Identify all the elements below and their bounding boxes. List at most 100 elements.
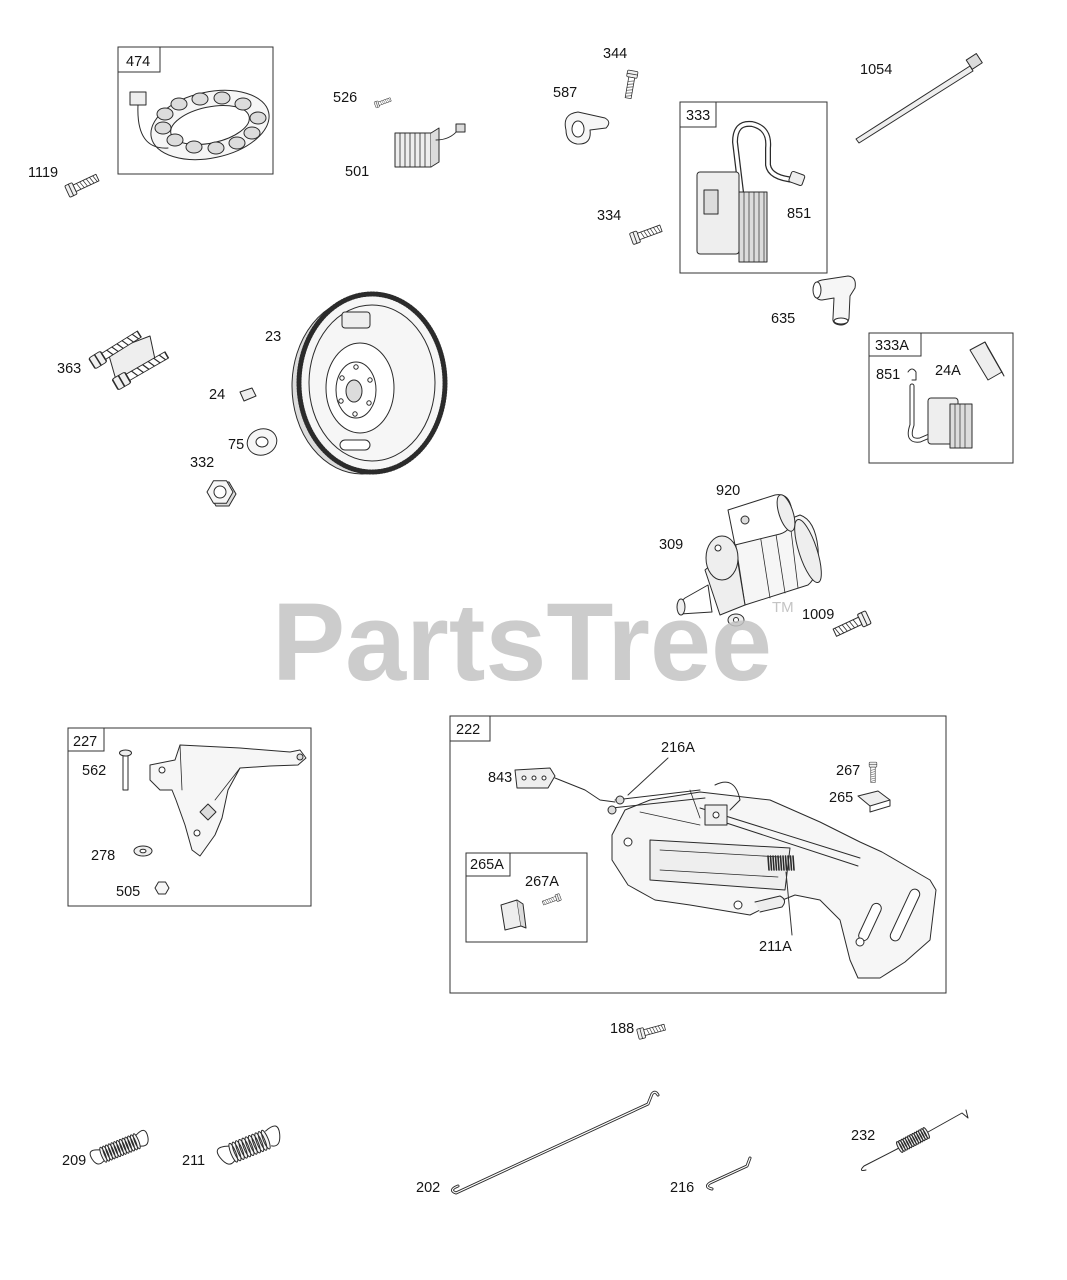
regulator-drawing [394, 123, 466, 168]
part-label-75: 75 [228, 437, 244, 453]
part-label-334: 334 [597, 208, 621, 224]
spring-211-icon [216, 1125, 281, 1165]
link-rod-202-icon [451, 1090, 660, 1195]
stator-drawing [129, 89, 270, 161]
group-tag-265a [465, 852, 511, 877]
stator-connector [129, 91, 147, 106]
part-label-24: 24 [209, 387, 225, 403]
group-box-333 [679, 101, 828, 274]
part-label-23: 23 [265, 329, 281, 345]
part-drawings [64, 53, 1005, 1195]
part-label-635: 635 [771, 311, 795, 327]
part-label-587: 587 [553, 85, 577, 101]
group-box-227 [67, 727, 312, 907]
watermark-trademark: TM [772, 599, 794, 616]
group-tag-222 [449, 715, 491, 742]
leader-211a [785, 871, 793, 936]
bolt-344-icon [622, 69, 639, 100]
washer-75-icon [246, 428, 278, 456]
part-label-202: 202 [416, 1180, 440, 1196]
spring-209-icon [89, 1129, 149, 1165]
bolt-1009-icon [831, 610, 872, 640]
part-label-1054: 1054 [860, 62, 892, 78]
part-label-920: 920 [716, 483, 740, 499]
stator-wire [137, 104, 169, 149]
group-label-333a: 333A [875, 338, 909, 354]
part-label-501: 501 [345, 164, 369, 180]
group-label-265a: 265A [470, 857, 504, 873]
nut-505-icon [154, 881, 170, 895]
group-box-474 [117, 46, 274, 175]
screw-267a-icon [541, 893, 562, 907]
watermark-text: PartsTree [272, 581, 772, 704]
screw-334-icon [628, 222, 664, 246]
governor-spring-211a [767, 855, 795, 871]
watermark: PartsTree TM [272, 581, 794, 704]
clip-265a-icon [500, 899, 527, 931]
clamp-587-drawing [564, 111, 610, 145]
part-label-278: 278 [91, 848, 115, 864]
group-box-222 [449, 715, 947, 994]
part-label-216: 216 [670, 1180, 694, 1196]
cable-tie-drawing [855, 53, 983, 144]
part-label-1119: 1119 [28, 165, 58, 181]
throttle-arm-216a [639, 781, 741, 826]
part-label-24a: 24A [935, 363, 961, 379]
group-tag-333a [868, 332, 922, 357]
part-label-188: 188 [610, 1021, 634, 1037]
part-label-211: 211 [182, 1153, 205, 1169]
part-label-851-coil: 851 [787, 206, 811, 222]
washer-278-icon [133, 845, 153, 857]
group-labels: 474 333 333A 227 222 265A [73, 54, 909, 873]
flywheel-drawing [291, 291, 448, 475]
part-label-843: 843 [488, 770, 512, 786]
part-label-309: 309 [659, 537, 683, 553]
nut-332-icon [206, 480, 237, 507]
clip-851-icon [788, 170, 806, 186]
part-label-216a: 216A [661, 740, 695, 756]
part-labels: 1119 526 501 344 587 851 334 1054 635 85… [28, 46, 961, 1196]
group-label-474: 474 [126, 54, 150, 70]
screw-562-icon [119, 749, 132, 791]
link-rod-216-icon [705, 1156, 752, 1191]
group-label-227: 227 [73, 734, 97, 750]
part-label-344: 344 [603, 46, 627, 62]
part-label-526: 526 [333, 90, 357, 106]
flywheel-magnet [341, 311, 371, 329]
leader-216a [627, 757, 669, 796]
screw-526-icon [373, 96, 392, 109]
starter-motor-drawing [676, 494, 822, 627]
part-label-267a: 267A [525, 874, 559, 890]
part-label-211a: 211A [759, 939, 792, 955]
group-box-333a [868, 332, 1014, 464]
clip-851-kit-icon [907, 368, 917, 381]
group-label-333: 333 [686, 108, 710, 124]
throttle-bracket-drawing [149, 744, 307, 857]
part-label-332: 332 [190, 455, 214, 471]
part-label-209: 209 [62, 1153, 86, 1169]
part-label-505: 505 [116, 884, 140, 900]
spring-232-icon [860, 1109, 969, 1171]
group-frames [67, 46, 1014, 994]
bolt-188-icon [636, 1021, 667, 1040]
part-label-265: 265 [829, 790, 853, 806]
clip-265-icon [857, 790, 891, 813]
group-box-265a [465, 852, 588, 943]
group-tag-227 [67, 727, 105, 752]
choke-lever-843 [514, 767, 616, 803]
part-label-1009: 1009 [802, 607, 834, 623]
part-label-851-kit: 851 [876, 367, 900, 383]
key-24a-icon [969, 341, 1003, 381]
part-label-267: 267 [836, 763, 860, 779]
key-24-icon [239, 387, 257, 402]
spark-plug-boot-drawing [812, 275, 856, 326]
group-tag-474 [117, 46, 161, 73]
ignition-coil-drawing [696, 120, 806, 263]
flywheel-ring-gear [296, 291, 448, 475]
armature-bracket-drawing [88, 328, 171, 391]
control-bracket-drawing [514, 757, 937, 979]
bolt-267-icon [868, 761, 878, 783]
part-label-562: 562 [82, 763, 106, 779]
bolt-1119-icon [64, 171, 101, 198]
